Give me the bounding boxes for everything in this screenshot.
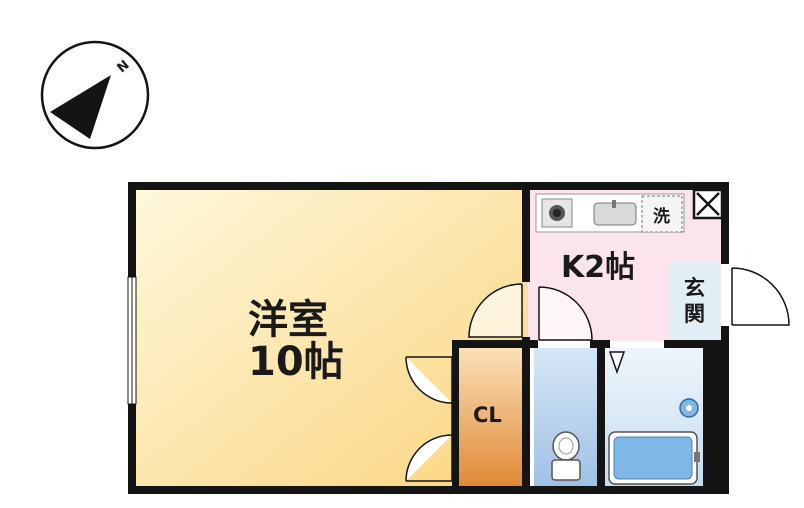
walls (128, 182, 729, 494)
washer-space (641, 195, 683, 233)
kitchen-label: K2帖 (561, 250, 635, 285)
door-swings (405, 267, 790, 482)
closet-area (458, 348, 527, 490)
entrance-label-top: 玄 (684, 276, 705, 300)
compass: N (40, 40, 150, 150)
western-room-name: 洋室 (248, 297, 328, 343)
north-arrow-icon (50, 75, 111, 139)
vent-icon (692, 188, 724, 220)
entrance-label-bottom: 関 (684, 302, 705, 326)
toilet-icon (551, 431, 581, 481)
water-heater-icon (679, 398, 699, 418)
window (127, 276, 137, 405)
western-room-size: 10帖 (248, 339, 344, 385)
entrance-area (670, 262, 720, 342)
washer-label: 洗 (653, 206, 670, 227)
closet-label: CL (473, 403, 502, 427)
bath-door-mark (608, 351, 626, 375)
